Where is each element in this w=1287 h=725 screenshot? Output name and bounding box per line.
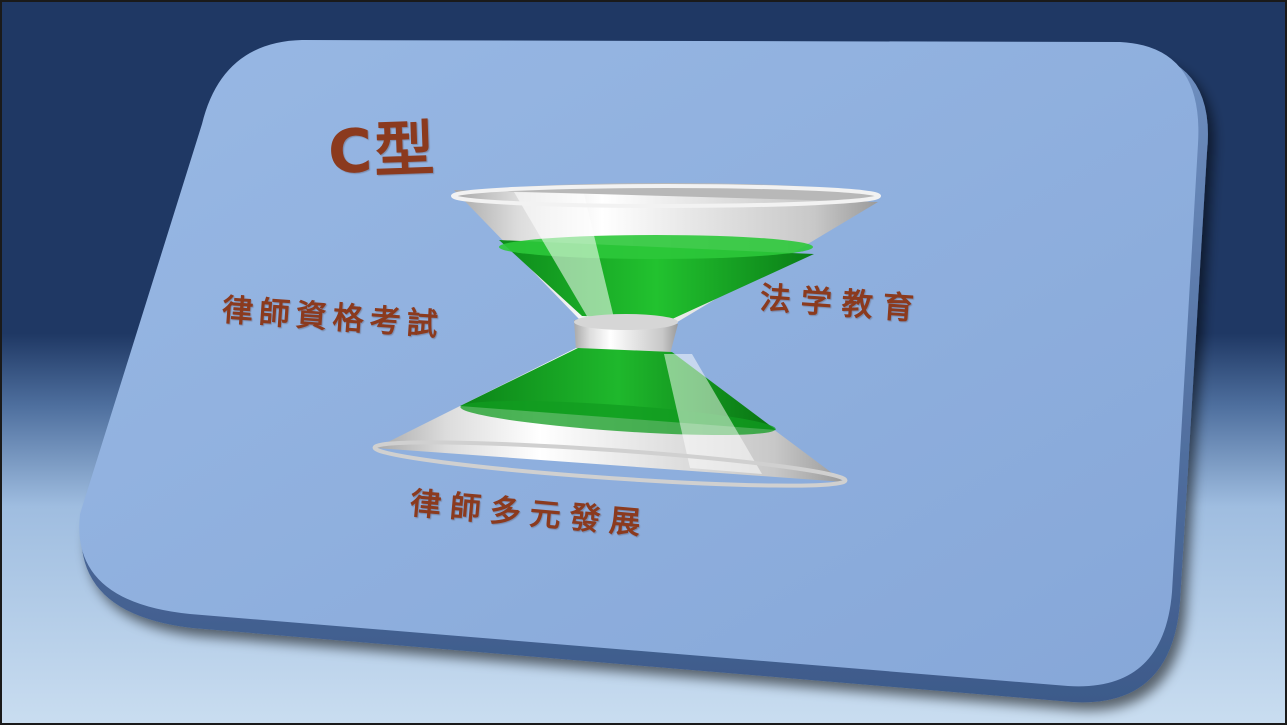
title-label: C型 (327, 100, 438, 191)
